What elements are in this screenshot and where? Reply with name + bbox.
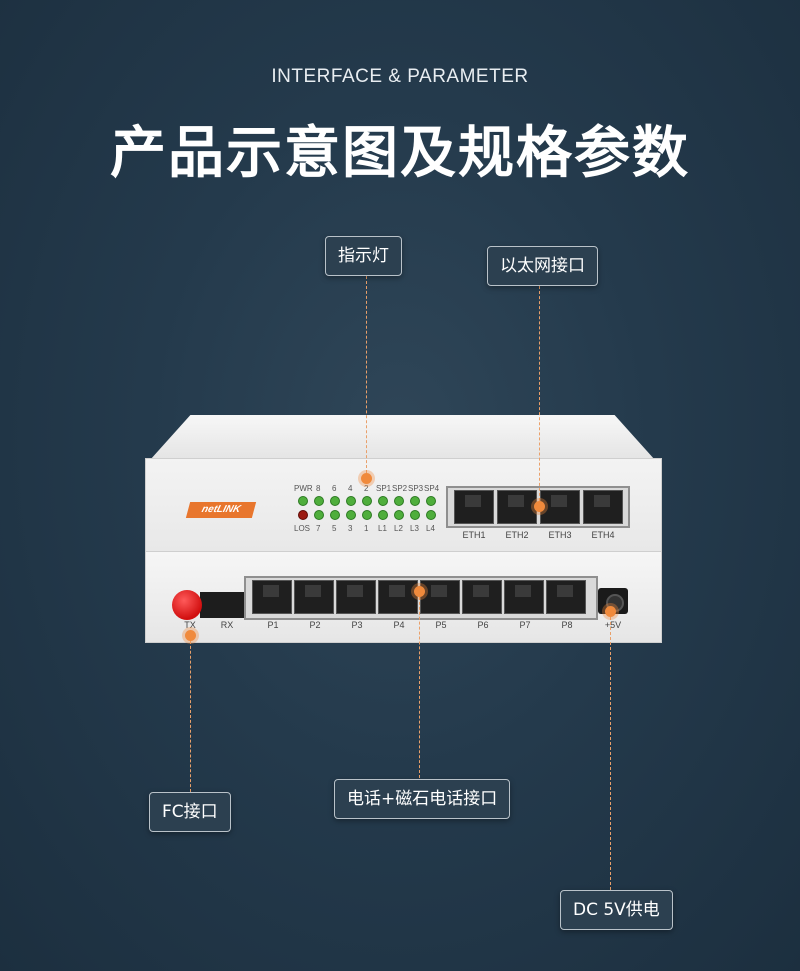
fc-marker-dot bbox=[185, 630, 196, 641]
led-indicator bbox=[346, 496, 356, 506]
led-indicator bbox=[378, 510, 388, 520]
led-indicator bbox=[298, 496, 308, 506]
callout-power: DC 5V供电 bbox=[560, 890, 673, 930]
led-label: SP2 bbox=[392, 484, 408, 493]
phone-port bbox=[378, 580, 418, 614]
phone-port bbox=[420, 580, 460, 614]
led-indicator bbox=[394, 496, 404, 506]
led-label: LOS bbox=[294, 524, 311, 533]
led-indicator bbox=[362, 510, 372, 520]
callout-ethernet: 以太网接口 bbox=[487, 246, 598, 286]
led-indicator bbox=[330, 510, 340, 520]
phone-port-label: P2 bbox=[309, 620, 321, 630]
phone-port-label: P7 bbox=[519, 620, 531, 630]
ethernet-port bbox=[540, 490, 580, 524]
ethernet-port-label: ETH1 bbox=[462, 530, 486, 540]
ethernet-port-label: ETH4 bbox=[591, 530, 615, 540]
phone-port bbox=[294, 580, 334, 614]
led-indicator bbox=[394, 510, 404, 520]
callout-phone: 电话+磁石电话接口 bbox=[334, 779, 511, 819]
led-label: SP4 bbox=[424, 484, 440, 493]
led-label: 3 bbox=[348, 524, 353, 533]
leader-line-indicator bbox=[366, 276, 367, 478]
led-label: 7 bbox=[316, 524, 321, 533]
ethernet-port bbox=[497, 490, 537, 524]
phone-port bbox=[546, 580, 586, 614]
led-indicator bbox=[314, 496, 324, 506]
led-indicator bbox=[378, 496, 388, 506]
ethernet-port bbox=[583, 490, 623, 524]
phone-port bbox=[336, 580, 376, 614]
led-label: 1 bbox=[364, 524, 369, 533]
led-label: SP3 bbox=[408, 484, 424, 493]
led-indicator-los bbox=[298, 510, 308, 520]
led-indicator bbox=[426, 510, 436, 520]
leader-line-fc bbox=[190, 636, 191, 792]
fc-connector-body bbox=[200, 592, 244, 618]
phone-port-label: P4 bbox=[393, 620, 405, 630]
indicator-marker-dot bbox=[361, 473, 372, 484]
leader-line-power bbox=[610, 612, 611, 890]
brand-logo: netLINK bbox=[185, 502, 257, 518]
led-label: 2 bbox=[364, 484, 369, 493]
phone-port-label: P8 bbox=[561, 620, 573, 630]
led-label: 6 bbox=[332, 484, 337, 493]
fc-connector bbox=[172, 590, 202, 620]
device-top-cover bbox=[150, 415, 655, 460]
leader-line-ethernet bbox=[539, 286, 540, 506]
phone-port-label: P1 bbox=[267, 620, 279, 630]
led-label: 5 bbox=[332, 524, 337, 533]
led-label: 8 bbox=[316, 484, 321, 493]
led-indicator bbox=[330, 496, 340, 506]
led-indicator bbox=[362, 496, 372, 506]
phone-port bbox=[462, 580, 502, 614]
led-label: L2 bbox=[394, 524, 403, 533]
callout-fc: FC接口 bbox=[149, 792, 231, 832]
fc-tx-label: TX bbox=[184, 620, 196, 630]
ethernet-port-label: ETH2 bbox=[505, 530, 529, 540]
phone-port-label: P6 bbox=[477, 620, 489, 630]
power-marker-dot bbox=[605, 606, 616, 617]
callout-indicator: 指示灯 bbox=[325, 236, 402, 276]
ethernet-marker-dot bbox=[534, 501, 545, 512]
led-label: L4 bbox=[426, 524, 435, 533]
led-indicator bbox=[346, 510, 356, 520]
led-label: SP1 bbox=[376, 484, 392, 493]
leader-line-phone bbox=[419, 592, 420, 778]
phone-port-label: P3 bbox=[351, 620, 363, 630]
led-indicator bbox=[426, 496, 436, 506]
phone-port bbox=[252, 580, 292, 614]
led-indicator bbox=[410, 510, 420, 520]
power-label: +5V bbox=[604, 620, 622, 630]
led-label: PWR bbox=[294, 484, 313, 493]
led-label: L1 bbox=[378, 524, 387, 533]
section-subtitle: INTERFACE & PARAMETER bbox=[271, 66, 529, 87]
fc-rx-label: RX bbox=[220, 620, 234, 630]
phone-marker-dot bbox=[414, 586, 425, 597]
led-indicator bbox=[314, 510, 324, 520]
ethernet-port bbox=[454, 490, 494, 524]
led-label: 4 bbox=[348, 484, 353, 493]
ethernet-port-label: ETH3 bbox=[548, 530, 572, 540]
phone-port-label: P5 bbox=[435, 620, 447, 630]
phone-port bbox=[504, 580, 544, 614]
led-label: L3 bbox=[410, 524, 419, 533]
led-indicator bbox=[410, 496, 420, 506]
page-title: 产品示意图及规格参数 bbox=[110, 121, 690, 186]
